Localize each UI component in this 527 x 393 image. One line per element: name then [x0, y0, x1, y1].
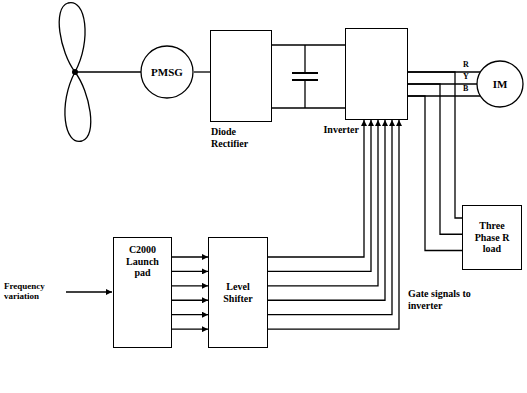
phase-label: R — [463, 61, 469, 69]
wire-line — [172, 300, 208, 301]
wire-line — [268, 120, 392, 315]
node-label: Level Shifter — [212, 281, 264, 304]
controller-box: C2000 Launch pad — [113, 237, 172, 348]
turbine-shaft — [75, 71, 141, 72]
node-label: Inverter — [306, 124, 359, 136]
wire-connector — [272, 45, 345, 108]
circle-shape — [141, 46, 193, 98]
rectifier-box: Diode Rectifier — [210, 30, 272, 122]
turbine-blade — [59, 3, 85, 72]
wire-connector — [172, 257, 208, 329]
wire-line — [272, 44, 345, 45]
wire-line — [408, 84, 462, 234]
load-box: Three Phase R load — [462, 205, 522, 270]
phase-label: Y — [463, 73, 469, 81]
capacitor-lead — [304, 80, 305, 108]
wire-line — [268, 120, 399, 329]
wire-line — [408, 96, 462, 251]
capacitor-lead — [304, 45, 305, 73]
generator-circle: PMSG — [140, 45, 194, 99]
wire-connector — [408, 72, 462, 251]
signal-label: Gate signals to inverter — [408, 288, 488, 311]
wire-line — [268, 120, 378, 286]
input-label: Frequency variation — [4, 281, 66, 302]
node-label: C2000 Launch pad — [117, 244, 168, 279]
wire-connector — [194, 72, 210, 73]
capacitor-plate — [292, 72, 318, 74]
node-label: PMSG — [151, 66, 183, 79]
motor-circle: IM — [476, 60, 524, 108]
node-label: Three Phase R load — [466, 220, 518, 255]
wire-line — [268, 120, 364, 257]
wire-line — [268, 120, 385, 300]
wire-connector — [268, 120, 399, 329]
circle-shape — [477, 61, 523, 107]
wire-line — [408, 72, 462, 218]
input-arrow — [66, 291, 112, 292]
wire-line — [172, 285, 208, 286]
turbine-blade — [65, 72, 91, 141]
turbine-hub — [72, 69, 78, 75]
phase-label: B — [463, 85, 468, 93]
wire-line — [272, 107, 345, 108]
wire-line — [194, 71, 210, 72]
node-label: Diode Rectifier — [211, 126, 273, 149]
wire-line — [172, 328, 208, 329]
level-shifter-box: Level Shifter — [208, 237, 268, 348]
wire-line — [172, 271, 208, 272]
wire-line — [172, 256, 208, 257]
inverter-box: Inverter — [345, 28, 408, 120]
node-label: IM — [493, 78, 508, 91]
wire-line — [268, 120, 371, 271]
wire-line — [172, 314, 208, 315]
